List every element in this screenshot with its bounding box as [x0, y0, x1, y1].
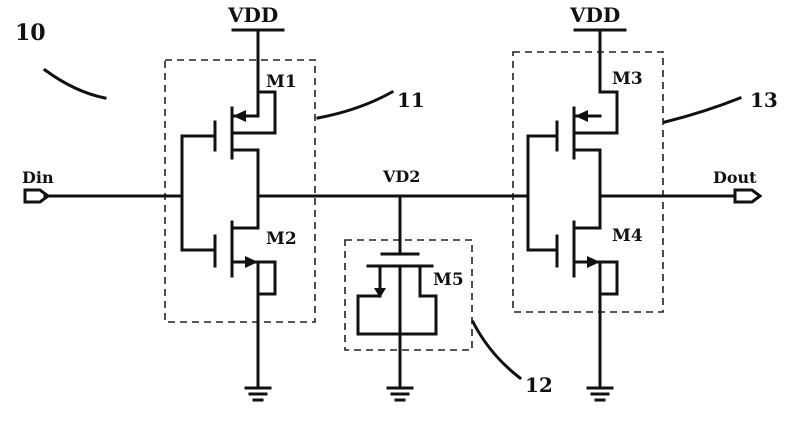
dout-port	[733, 188, 763, 204]
m1-label: M1	[266, 72, 297, 92]
block-12-box	[344, 239, 473, 351]
block-11-box	[164, 59, 316, 323]
dout-label: Dout	[713, 168, 757, 187]
m5-moscap	[356, 194, 438, 402]
figure-number: 10	[15, 20, 46, 46]
m4-label: M4	[612, 226, 643, 246]
din-label: Din	[22, 168, 54, 187]
block-13-leader	[663, 96, 742, 124]
vdd-right-label: VDD	[569, 3, 620, 27]
inverter-2	[526, 28, 627, 402]
block-12-leader	[470, 319, 523, 381]
vdd-left-label: VDD	[227, 3, 278, 27]
vd2-label: VD2	[382, 167, 420, 186]
m2-label: M2	[266, 229, 297, 249]
m3-label: M3	[612, 69, 643, 89]
din-port	[23, 188, 51, 204]
block-13-label: 13	[750, 88, 778, 112]
block-11-leader	[316, 89, 395, 120]
block-11-label: 11	[397, 88, 425, 112]
figure-leader	[42, 67, 107, 100]
block-12-label: 12	[525, 373, 553, 397]
m5-label: M5	[433, 270, 464, 290]
inverter-1	[180, 28, 285, 402]
block-13-box	[512, 51, 664, 313]
